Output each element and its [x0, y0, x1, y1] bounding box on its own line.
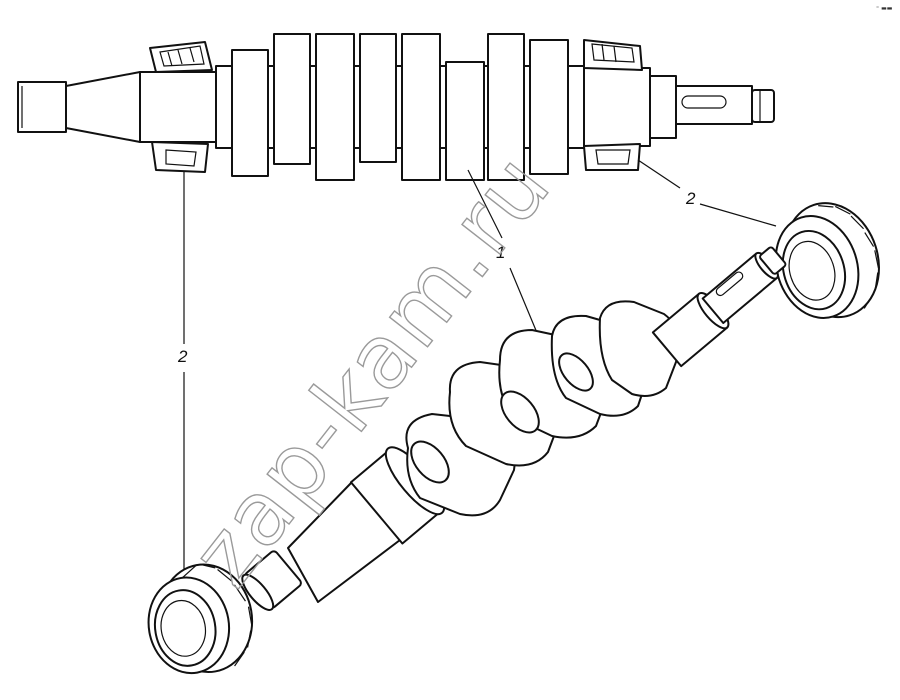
shaft-left-stub [17, 81, 67, 133]
callout-leaders [183, 159, 777, 580]
shaft-taper [65, 71, 141, 143]
shaft-rear-journal [583, 67, 651, 147]
crankshaft-perspective-view [241, 246, 787, 611]
tapered-roller-bearing-right [774, 202, 880, 319]
crank-webs [231, 33, 569, 181]
callout-label-2-right: 2 [685, 189, 696, 208]
tapered-roller-bearing-left [147, 563, 254, 675]
bearing-section-left [149, 41, 213, 173]
callout-label-1: 1 [496, 243, 505, 262]
callout-label-2-left: 2 [177, 347, 188, 366]
bearing-section-right [583, 39, 643, 171]
shaft-front-journal [139, 71, 217, 143]
crankshaft-side-view [17, 33, 775, 181]
corner-mark: ⁼ ▬▬ [876, 5, 893, 12]
keyway [681, 95, 727, 109]
shaft-rear-end [675, 85, 753, 125]
